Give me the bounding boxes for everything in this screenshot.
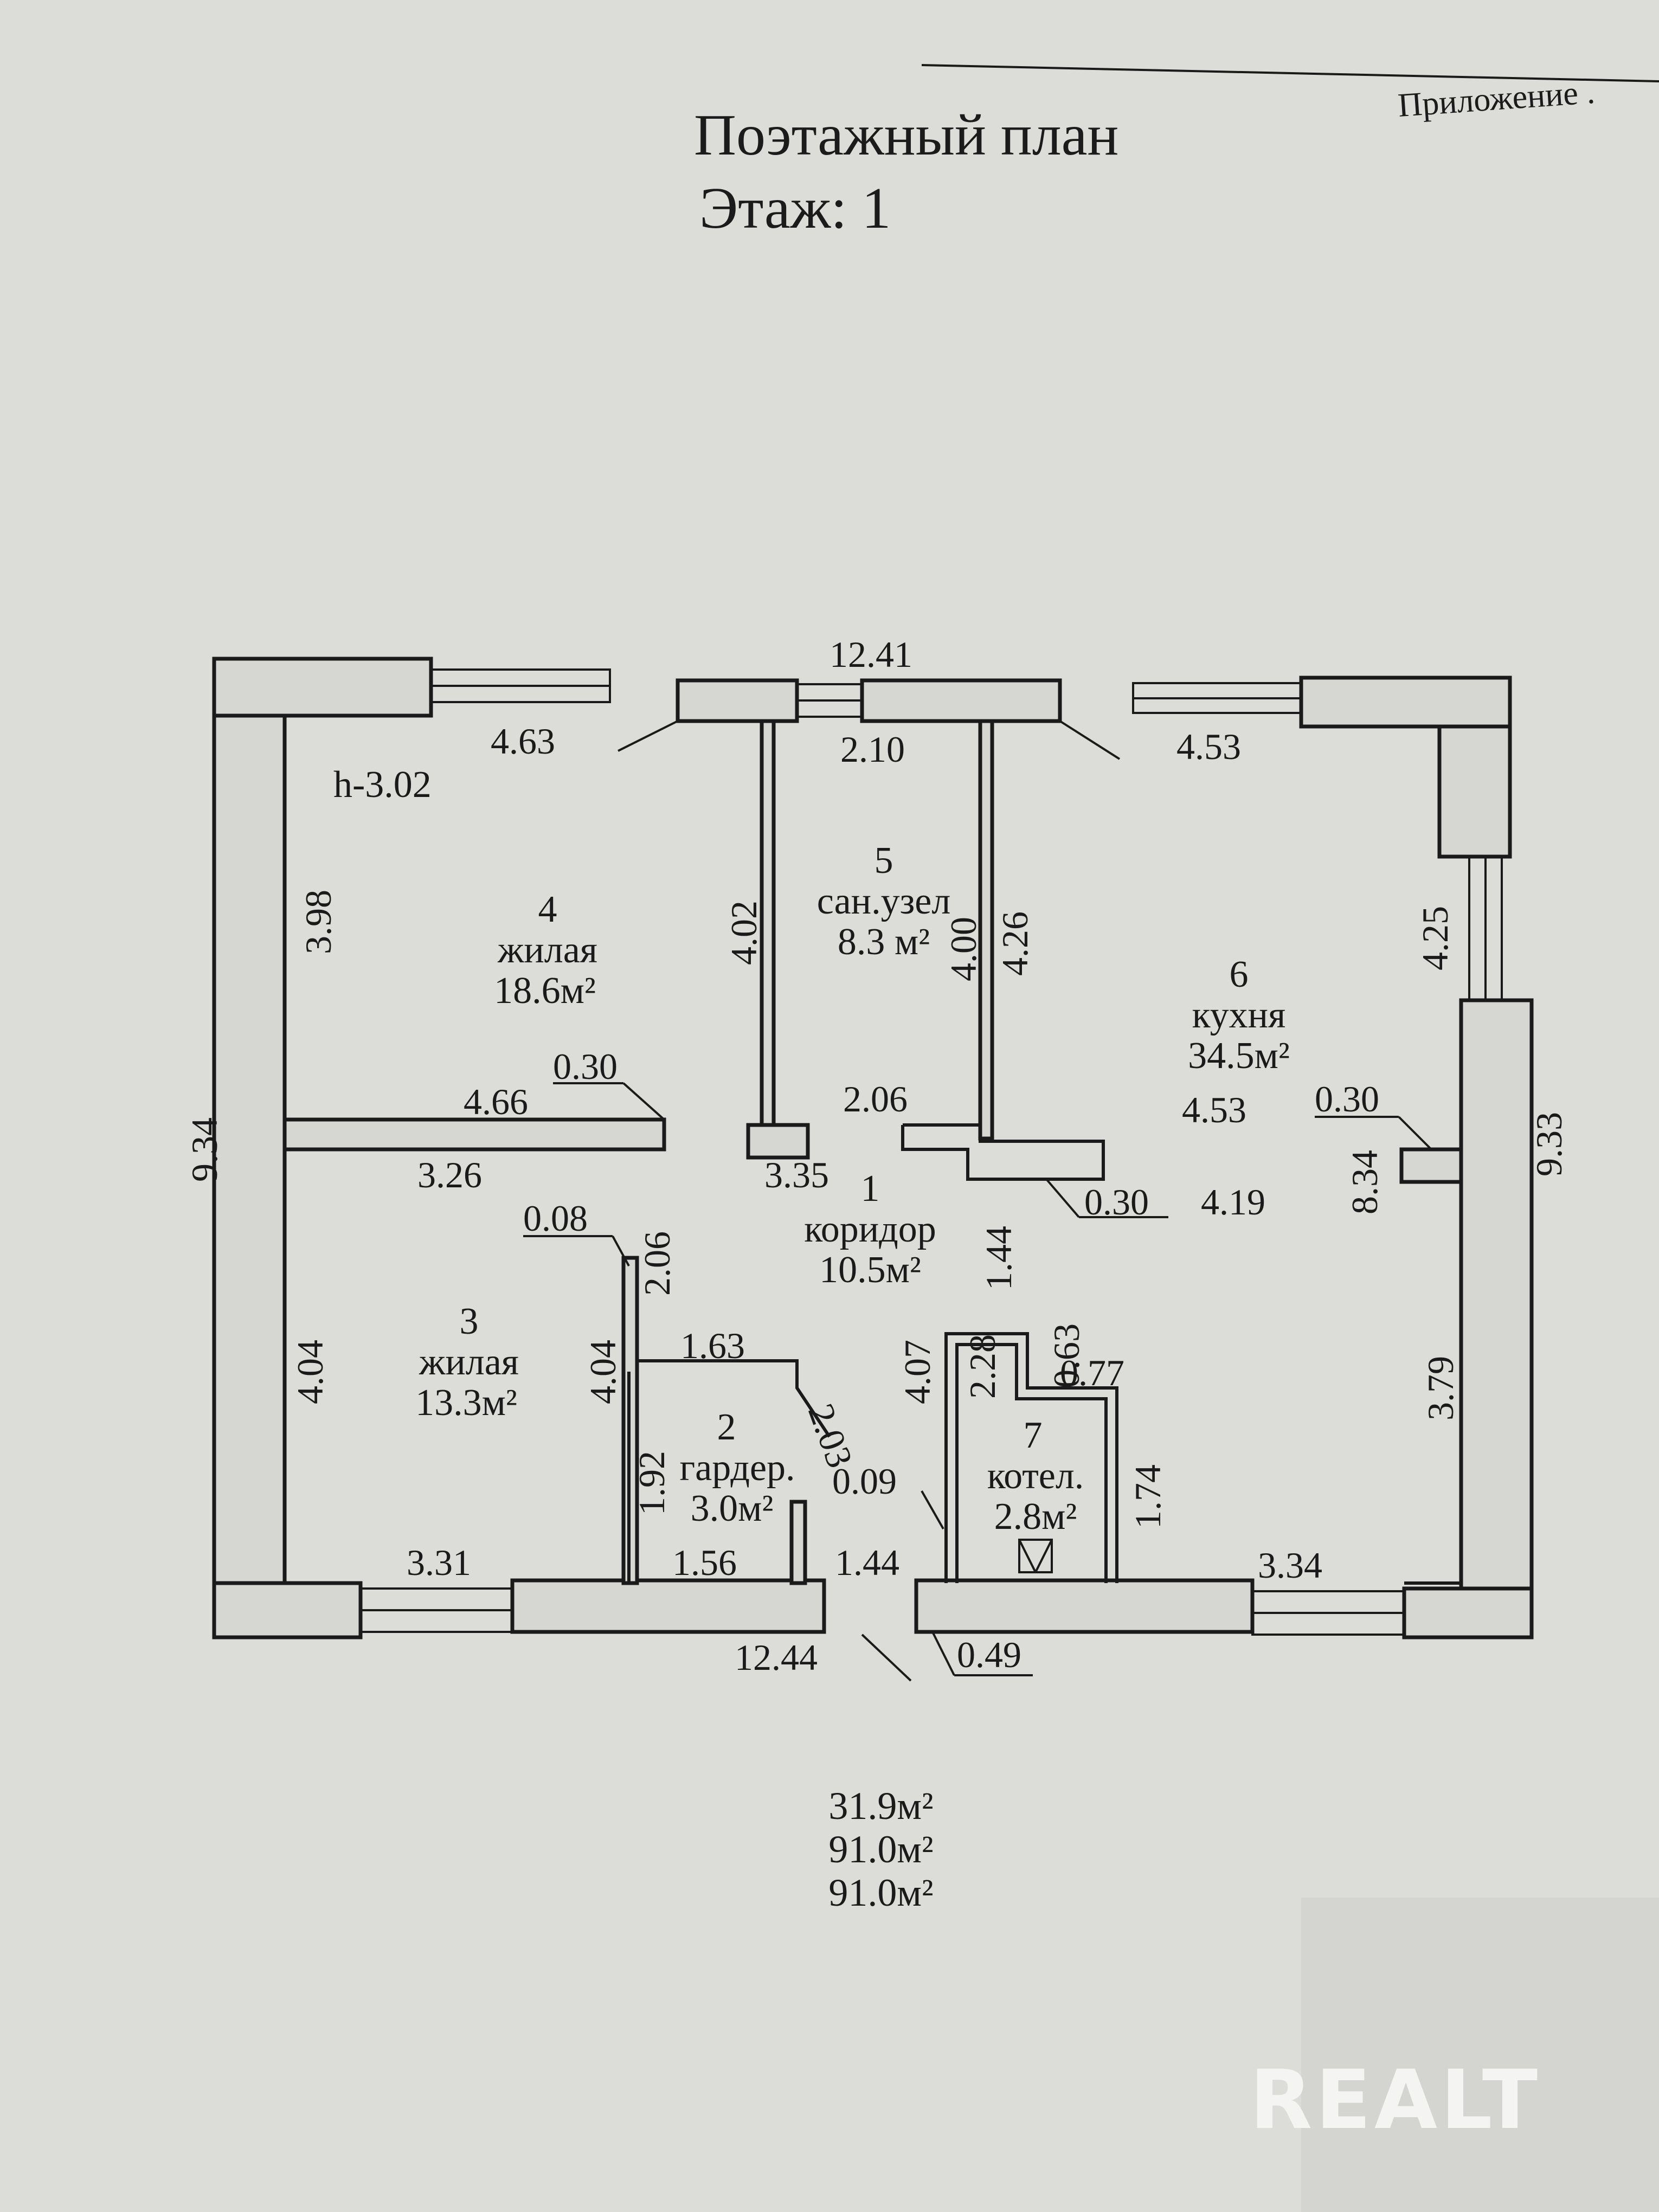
dim-r6-right: 4.25 <box>1414 906 1456 970</box>
dim-r6-width: 4.53 <box>1176 726 1241 767</box>
top-edge-line <box>921 64 1659 82</box>
dim-r5-width: 2.10 <box>840 729 905 770</box>
room-7-area: 2.8м² <box>994 1496 1077 1538</box>
total-general: 91.0м² <box>828 1828 933 1871</box>
room-4-name: жилая <box>497 929 597 971</box>
room-1: 1 коридор 10.5м² <box>804 1168 936 1291</box>
dim-right-total: 9.33 <box>1528 1112 1570 1176</box>
realt-watermark: REALT <box>1250 2053 1541 2147</box>
dim-r7-c: 0.77 <box>1060 1352 1124 1393</box>
dim-r4-height: 3.98 <box>298 890 339 954</box>
room-4: 4 жилая 18.6м² <box>494 889 597 1012</box>
dim-top-total: 12.41 <box>829 634 912 675</box>
dim-r7-b: 0.63 <box>1046 1323 1087 1388</box>
dim-corr-h: 1.44 <box>978 1226 1019 1290</box>
dim-r5-right-b: 4.26 <box>994 911 1036 976</box>
wall-top-mid-a <box>676 678 799 723</box>
room-6: 6 кухня 34.5м² <box>1188 954 1290 1077</box>
dim-r7-a: 2.28 <box>962 1334 1003 1399</box>
dim-r5-left: 4.02 <box>723 901 764 965</box>
room-5-number: 5 <box>874 840 893 882</box>
dim-r2-bottom: 1.56 <box>672 1542 737 1583</box>
wall-bottom-a <box>212 1581 363 1639</box>
dim-r6-low: 3.79 <box>1420 1356 1461 1420</box>
total-overall: 91.0м² <box>828 1871 933 1914</box>
dim-r7-bottom: 3.34 <box>1258 1545 1322 1586</box>
room-6-area: 34.5м² <box>1188 1035 1290 1077</box>
dim-kitchen-a: 4.53 <box>1182 1089 1246 1130</box>
ceiling-height: h-3.02 <box>333 764 432 806</box>
dim-r4-bottom: 4.66 <box>464 1081 528 1122</box>
room-1-number: 1 <box>861 1168 880 1210</box>
wall-r5-right <box>978 719 994 1141</box>
dim-corr-v: 4.07 <box>897 1340 938 1404</box>
dim-r3-left: 4.04 <box>290 1340 331 1404</box>
room-2-number: 2 <box>717 1406 736 1448</box>
windows <box>359 668 1503 1636</box>
room-3-name: жилая <box>419 1341 519 1383</box>
room-5-area: 8.3 м² <box>838 921 930 963</box>
dim-ledge: 0.30 <box>1084 1181 1149 1223</box>
dim-r3-bottom: 3.31 <box>407 1542 471 1583</box>
paper-shadow <box>1301 1898 1659 2212</box>
dim-niche-right: 0.30 <box>1315 1078 1379 1120</box>
wall-bottom-d <box>1402 1586 1534 1639</box>
room-1-area: 10.5м² <box>819 1249 921 1291</box>
room-7-number: 7 <box>1024 1414 1043 1456</box>
dim-niche-left: 0.30 <box>553 1046 618 1087</box>
floor-label: Этаж: 1 <box>699 176 891 241</box>
wall-top-right <box>1299 676 1512 729</box>
dim-r2-top: 1.63 <box>680 1325 745 1366</box>
dim-entry: 0.49 <box>957 1634 1021 1675</box>
dimension-labels: 12.41 4.63 2.10 4.53 4.66 0.30 3.26 3.35… <box>184 634 1570 1678</box>
room-5: 5 сан.узел 8.3 м² <box>817 840 951 963</box>
dim-r3-right: 4.04 <box>582 1340 623 1404</box>
total-living: 31.9м² <box>828 1784 933 1828</box>
interior-walls <box>282 714 1463 1585</box>
wall-bottom-b <box>510 1578 826 1634</box>
room-5-name: сан.узел <box>817 880 951 922</box>
room-3-number: 3 <box>460 1301 479 1342</box>
dim-r3-pass: 2.06 <box>636 1231 678 1296</box>
dim-r7-wall: 0.09 <box>832 1461 897 1502</box>
leader-lines <box>523 720 1432 1682</box>
room-3-area: 13.3м² <box>415 1382 517 1424</box>
room-3: 3 жилая 13.3м² <box>415 1301 519 1424</box>
room-7: 7 котел. 2.8м² <box>987 1414 1084 1538</box>
dim-corr-a: 3.35 <box>764 1154 829 1195</box>
room-2-name: гардер. <box>679 1447 795 1489</box>
room-4-area: 18.6м² <box>494 970 596 1012</box>
dim-corr-b: 2.06 <box>843 1078 908 1120</box>
wall-r4-r3 <box>282 1117 666 1152</box>
dim-r2-h: 1.92 <box>631 1451 672 1515</box>
dim-r3-top: 3.26 <box>417 1154 482 1195</box>
dim-left-total: 9.34 <box>184 1117 225 1182</box>
room-2-area: 3.0м² <box>691 1488 774 1529</box>
room-6-number: 6 <box>1230 954 1249 995</box>
room-4-number: 4 <box>538 889 557 930</box>
room-7-name: котел. <box>987 1455 1084 1497</box>
wall-right-lower <box>1459 998 1534 1639</box>
plan-title: Поэтажный план <box>694 103 1118 168</box>
wall-r5-stub <box>746 1123 810 1160</box>
dim-kitchen-h: 8.34 <box>1344 1150 1385 1214</box>
room-2: 2 гардер. 3.0м² <box>679 1406 795 1529</box>
wall-bottom-c <box>914 1578 1255 1634</box>
dim-door: 1.44 <box>835 1542 899 1583</box>
wall-top-left <box>212 657 433 718</box>
dim-kitchen-b: 4.19 <box>1201 1181 1265 1223</box>
room-1-name: коридор <box>804 1208 936 1250</box>
dim-r4-width: 4.63 <box>491 721 555 762</box>
wall-top-mid-b <box>860 678 1062 723</box>
area-totals: 31.9м² 91.0м² 91.0м² <box>828 1784 933 1914</box>
dim-r5-right-a: 4.00 <box>943 917 984 981</box>
niche-kitchen <box>1399 1147 1463 1184</box>
dim-r7-h: 1.74 <box>1127 1464 1168 1529</box>
room-6-name: кухня <box>1192 994 1286 1036</box>
dim-bottom-total: 12.44 <box>735 1637 818 1678</box>
dim-wall-t: 0.08 <box>523 1198 588 1239</box>
